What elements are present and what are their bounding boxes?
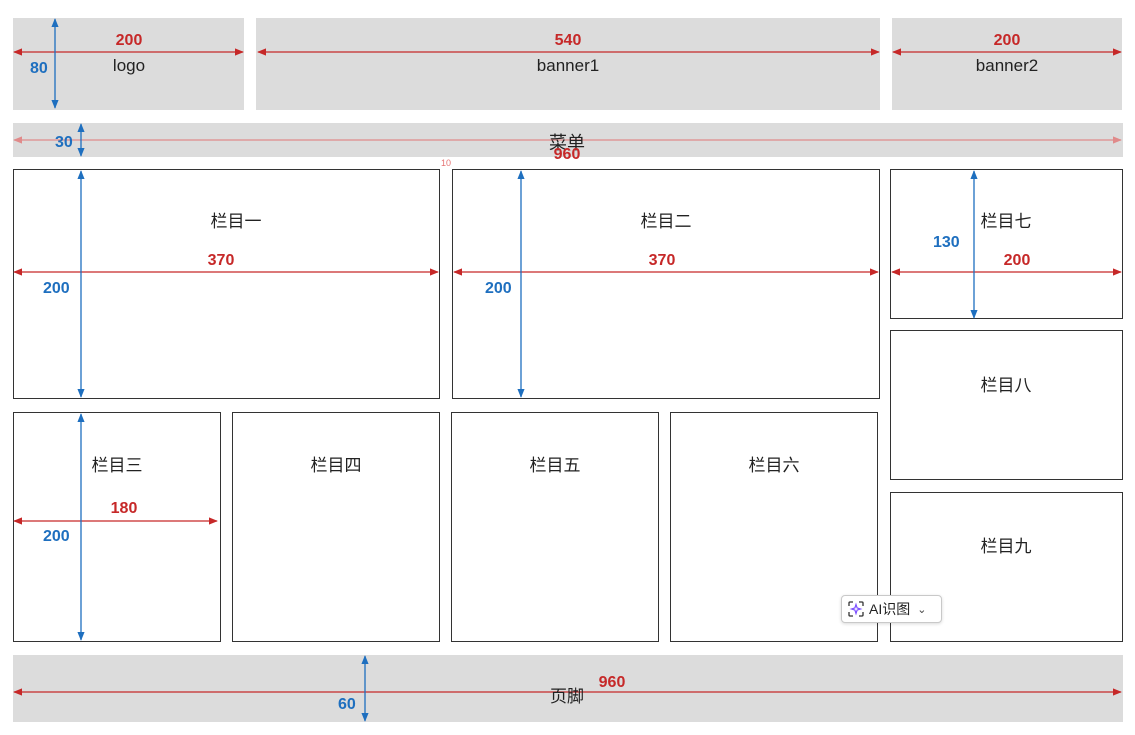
col2-height-label: 200 xyxy=(485,280,512,297)
section-col3 xyxy=(13,412,221,642)
col1-height-label: 200 xyxy=(43,280,70,297)
banner2-width-label: 200 xyxy=(993,32,1021,49)
menu-height-label: 30 xyxy=(55,134,73,151)
col1-width-label: 370 xyxy=(207,252,235,269)
footer-label: 页脚 xyxy=(550,687,584,706)
col3-label: 栏目三 xyxy=(91,456,143,475)
col3-height-label: 200 xyxy=(43,528,70,545)
menu-gap-label: 10 xyxy=(441,158,452,168)
banner2-label: banner2 xyxy=(975,56,1039,75)
col2-width-label: 370 xyxy=(648,252,676,269)
footer-width-label: 960 xyxy=(598,674,626,691)
section-col7 xyxy=(890,169,1123,319)
col3-width-label: 180 xyxy=(110,500,138,517)
banner2-block xyxy=(892,18,1122,110)
col7-width-label: 200 xyxy=(1003,252,1031,269)
col7-label: 栏目七 xyxy=(980,212,1032,231)
logo-width-label: 200 xyxy=(115,32,143,49)
section-col4 xyxy=(232,412,440,642)
col5-label: 栏目五 xyxy=(529,456,581,475)
logo-label: logo xyxy=(112,56,146,75)
col7-height-label: 130 xyxy=(933,234,960,251)
banner1-label: banner1 xyxy=(536,56,600,75)
col4-label: 栏目四 xyxy=(310,456,362,475)
ai-sparkle-icon xyxy=(848,601,864,617)
ai-button-label: AI识图 xyxy=(869,601,911,617)
chevron-down-icon: ⌄ xyxy=(917,603,927,616)
menu-label: 菜单 xyxy=(549,133,585,153)
col9-label: 栏目九 xyxy=(980,537,1032,556)
footer-height-label: 60 xyxy=(338,696,356,713)
logo-height-label: 80 xyxy=(30,60,48,77)
banner1-block xyxy=(256,18,880,110)
menu-width-label: 960 xyxy=(553,146,581,163)
banner1-width-label: 540 xyxy=(554,32,582,49)
ai-image-recognition-button[interactable]: AI识图 ⌄ xyxy=(841,595,942,623)
section-col8 xyxy=(890,330,1123,480)
col6-label: 栏目六 xyxy=(748,456,800,475)
col1-label: 栏目一 xyxy=(210,212,262,231)
col8-label: 栏目八 xyxy=(980,376,1032,395)
section-col5 xyxy=(451,412,659,642)
col2-label: 栏目二 xyxy=(640,212,692,231)
